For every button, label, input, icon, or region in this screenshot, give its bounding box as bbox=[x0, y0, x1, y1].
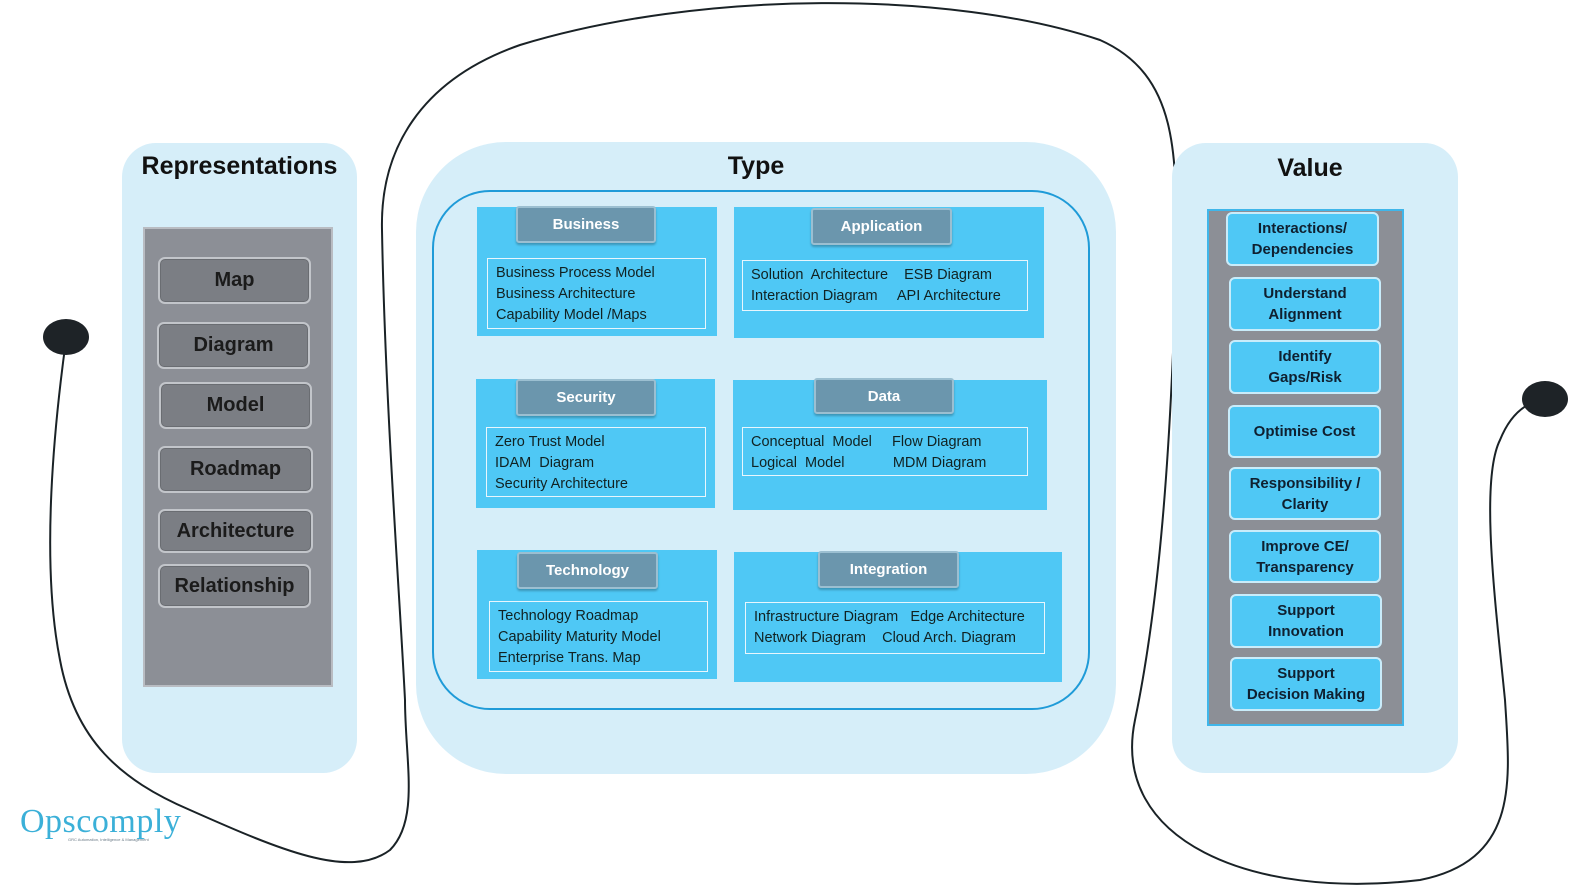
logo-tagline: GRC Automation, Intelligence & Managemen… bbox=[68, 837, 149, 842]
type-item: Security Architecture bbox=[495, 476, 628, 492]
value-item: Interactions/Dependencies bbox=[1226, 212, 1379, 266]
representation-architecture: Architecture bbox=[158, 509, 313, 553]
type-list-integration: Infrastructure Diagram Edge Architecture… bbox=[745, 602, 1045, 654]
value-item-line: Support bbox=[1277, 665, 1335, 682]
value-item-line: Clarity bbox=[1281, 495, 1329, 513]
connector-end-dot bbox=[1522, 381, 1568, 417]
type-item: Solution Architecture ESB Diagram bbox=[751, 267, 992, 283]
type-item: IDAM Diagram bbox=[495, 455, 595, 471]
type-item: Infrastructure Diagram Edge Architecture bbox=[754, 609, 1025, 625]
value-item-line: Understand bbox=[1263, 285, 1347, 302]
type-tab-integration: Integration bbox=[818, 551, 959, 588]
type-item: Enterprise Trans. Map bbox=[498, 650, 641, 666]
type-tab-data: Data bbox=[814, 378, 954, 414]
type-item: Logical Model MDM Diagram bbox=[751, 455, 987, 471]
type-item: Business Architecture bbox=[496, 286, 636, 302]
value-item-line: Responsibility / bbox=[1249, 474, 1361, 492]
type-inner-frame bbox=[432, 190, 1090, 710]
representation-relationship: Relationship bbox=[158, 564, 311, 608]
type-tab-security: Security bbox=[516, 379, 656, 416]
value-item: Optimise Cost bbox=[1228, 405, 1381, 458]
value-item: Improve CE/Transparency bbox=[1229, 530, 1381, 583]
value-item-line: Optimise Cost bbox=[1253, 423, 1356, 440]
type-tab-business: Business bbox=[516, 206, 656, 243]
value-item-line: Transparency bbox=[1256, 558, 1354, 576]
value-title: Value bbox=[1277, 154, 1343, 182]
representations-title: Representations bbox=[141, 152, 338, 180]
type-item: Business Process Model bbox=[496, 265, 655, 281]
type-item: Technology Roadmap bbox=[498, 608, 639, 624]
type-item: Conceptual Model Flow Diagram bbox=[751, 434, 982, 450]
value-item-line: Interactions/ bbox=[1257, 220, 1348, 237]
value-item-line: Gaps/Risk bbox=[1268, 369, 1342, 386]
type-tab-technology: Technology bbox=[517, 552, 658, 589]
type-item: Network Diagram Cloud Arch. Diagram bbox=[754, 630, 1016, 646]
value-item-line: Alignment bbox=[1268, 306, 1342, 323]
opscomply-logo: Opscomply bbox=[20, 803, 182, 840]
type-item: Zero Trust Model bbox=[495, 434, 605, 450]
type-tab-application: Application bbox=[811, 208, 952, 245]
type-title: Type bbox=[727, 152, 785, 180]
representation-map: Map bbox=[158, 257, 311, 304]
value-item-line: Support bbox=[1277, 602, 1335, 619]
type-item: Interaction Diagram API Architecture bbox=[751, 288, 1001, 304]
representation-roadmap: Roadmap bbox=[158, 446, 313, 493]
value-item-line: Improve CE/ bbox=[1261, 537, 1349, 555]
value-item-line: Identify bbox=[1278, 348, 1332, 365]
connector-start-dot bbox=[43, 319, 89, 355]
type-item: Capability Model /Maps bbox=[496, 307, 647, 323]
representation-diagram: Diagram bbox=[157, 322, 310, 369]
type-item: Capability Maturity Model bbox=[498, 629, 661, 645]
value-item: Responsibility / Clarity bbox=[1229, 467, 1381, 520]
representation-model: Model bbox=[159, 382, 312, 429]
value-item-line: Innovation bbox=[1268, 623, 1344, 640]
value-item-line: Decision Making bbox=[1246, 686, 1366, 703]
value-item-line: Dependencies bbox=[1251, 241, 1354, 258]
